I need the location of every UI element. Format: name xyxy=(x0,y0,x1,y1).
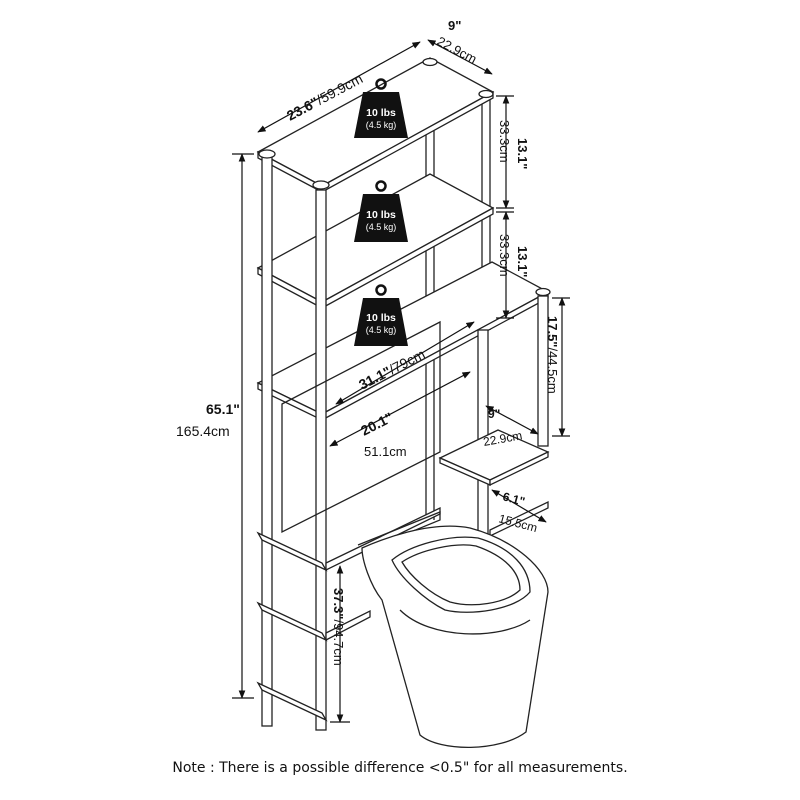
svg-text:17.5"/44.5cm: 17.5"/44.5cm xyxy=(545,316,560,394)
weight-label-kg: (4.5 kg) xyxy=(366,222,397,232)
shelf-gap-2-cm: 33.3cm xyxy=(497,234,512,277)
dim-total-height: 65.1" 165.4cm xyxy=(176,153,254,699)
inner-width-cm: 51.1cm xyxy=(364,444,407,459)
clearance-in: 37.3" xyxy=(331,588,346,619)
weight-label-lbs: 10 lbs xyxy=(366,209,396,221)
depth-cm: 22.9cm xyxy=(435,33,480,66)
svg-text:37.3"/94.7cm: 37.3"/94.7cm xyxy=(331,588,346,666)
weight-label-lbs: 10 lbs xyxy=(366,312,396,324)
total-height-cm: 165.4cm xyxy=(176,423,230,439)
clearance-cm: /94.7cm xyxy=(331,619,346,665)
weight-badge-2: 10 lbs (4.5 kg) xyxy=(354,180,408,242)
inner-width-in: 20.1" xyxy=(358,409,395,439)
side-depth-cm: 22.9cm xyxy=(482,428,523,449)
measurement-note: Note : There is a possible difference <0… xyxy=(172,760,628,776)
depth-in: 9" xyxy=(448,18,461,33)
weight-label-lbs: 10 lbs xyxy=(366,107,396,119)
weight-badge-3: 10 lbs (4.5 kg) xyxy=(354,284,408,346)
weight-label-kg: (4.5 kg) xyxy=(366,325,397,335)
dim-shelf-gap-2: 33.3cm 13.1" xyxy=(496,211,530,319)
dim-side-height: 17.5"/44.5cm xyxy=(545,297,570,437)
total-height-in: 65.1" xyxy=(206,401,240,417)
dim-side-depth: 9" 22.9cm xyxy=(482,405,539,449)
dim-clearance-height: 37.3"/94.7cm xyxy=(330,565,350,723)
side-height-in: 17.5" xyxy=(545,316,560,347)
weight-label-kg: (4.5 kg) xyxy=(366,120,397,130)
dim-shelf-gap-1: 33.3cm 13.1" xyxy=(496,95,530,209)
side-height-cm: /44.5cm xyxy=(545,347,560,393)
bar-gap-in: 6.1" xyxy=(501,489,526,508)
side-depth-in: 9" xyxy=(488,407,500,421)
toilet-illustration xyxy=(357,511,549,749)
shelf-gap-2-in: 13.1" xyxy=(515,246,530,277)
shelf-gap-1-in: 13.1" xyxy=(515,138,530,169)
shelf-gap-1-cm: 33.3cm xyxy=(497,120,512,163)
